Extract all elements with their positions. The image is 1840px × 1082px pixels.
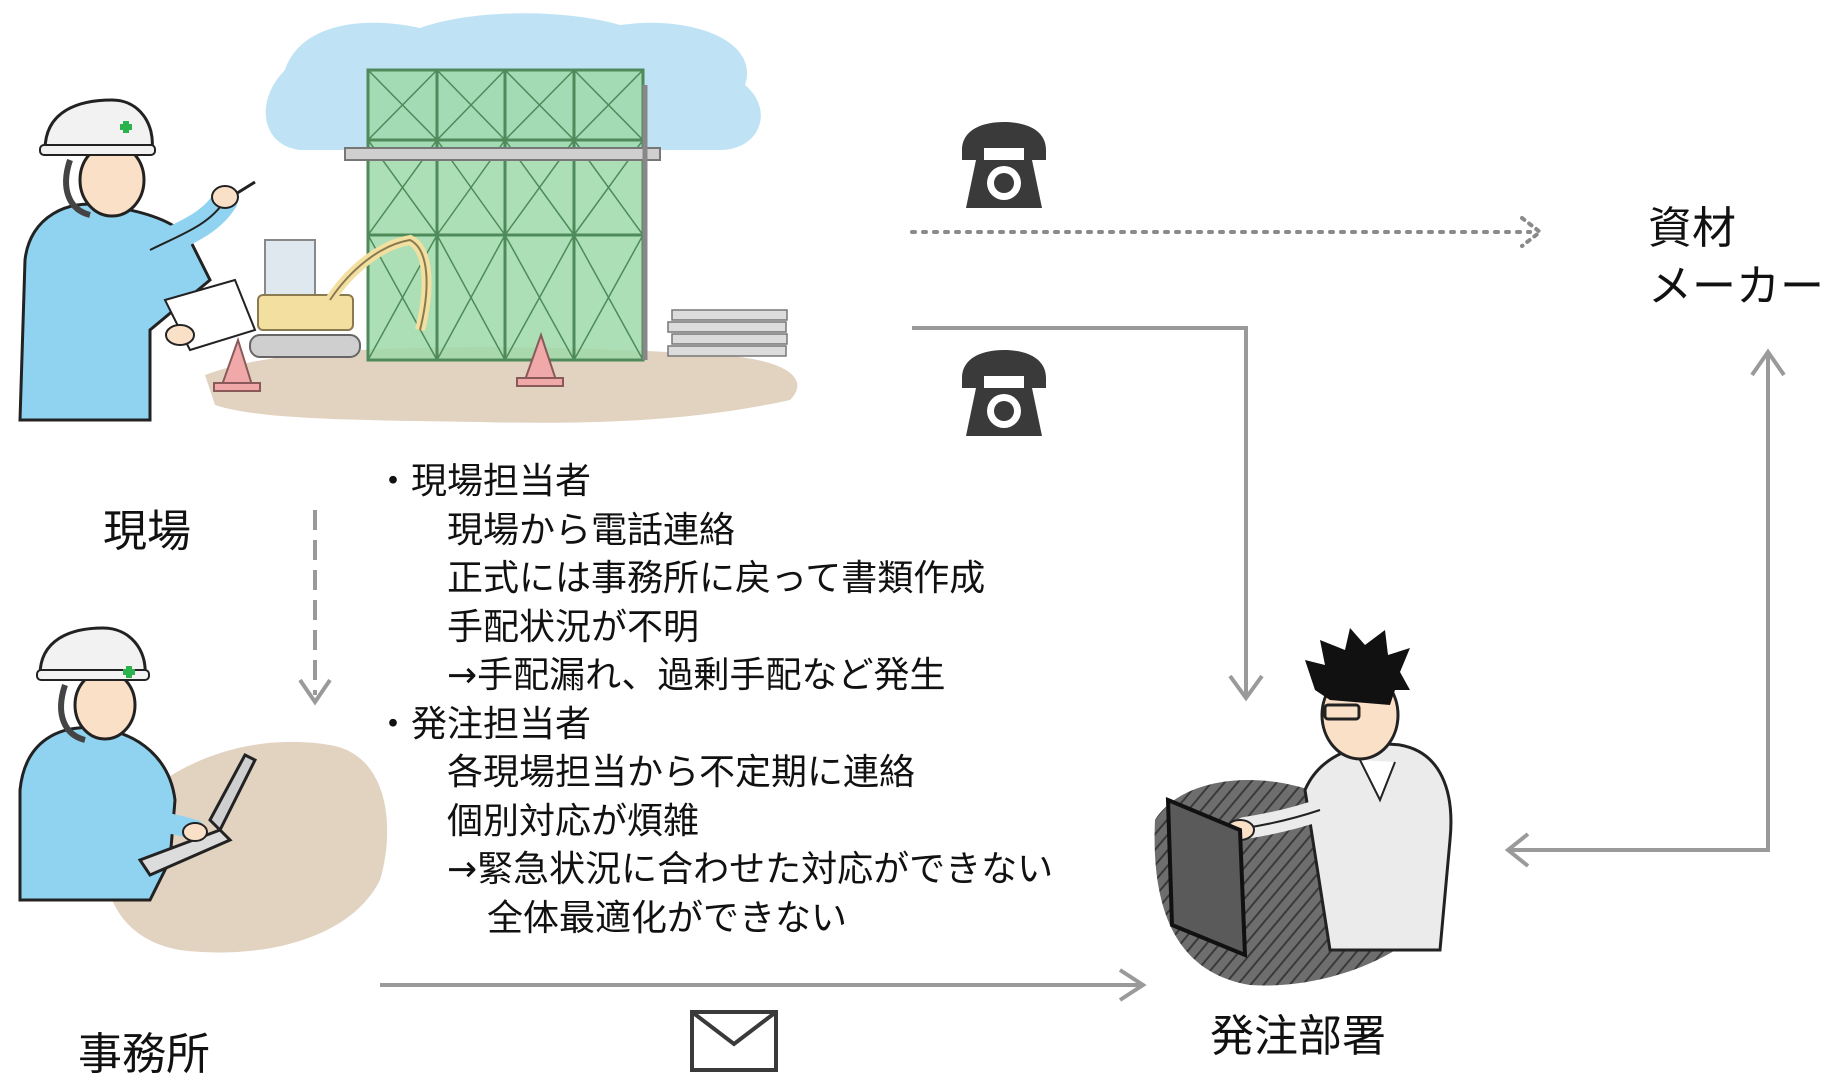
node-label-maker-line1: 資材 bbox=[1648, 203, 1736, 254]
note-heading-site: ・現場担当者 bbox=[375, 461, 592, 502]
note-item: 手配状況が不明 bbox=[447, 606, 700, 648]
phone-icon bbox=[962, 122, 1046, 208]
ordering-worker bbox=[1154, 628, 1453, 986]
note-item: →手配漏れ、過剰手配など発生 bbox=[447, 655, 946, 696]
note-item: 全体最適化ができない bbox=[487, 897, 848, 939]
note-item: →緊急状況に合わせた対応ができない bbox=[447, 849, 1054, 890]
phone-icon bbox=[962, 350, 1046, 436]
traffic-cone bbox=[220, 336, 254, 386]
node-label-maker-line2: メーカー bbox=[1648, 261, 1824, 312]
note-heading-ordering: ・発注担当者 bbox=[375, 703, 592, 745]
helmet bbox=[43, 98, 154, 152]
note-item: 現場から電話連絡 bbox=[447, 509, 736, 551]
issue-notes: ・現場担当者 現場から電話連絡 正式には事務所に戻って書類作成 手配状況が不明 … bbox=[375, 458, 1053, 943]
monitor bbox=[1165, 796, 1248, 959]
site-worker bbox=[18, 98, 257, 422]
spiky-hair bbox=[1305, 628, 1410, 705]
material-stack bbox=[667, 309, 788, 357]
note-item: 個別対応が煩雑 bbox=[447, 800, 700, 842]
node-label-ordering: 発注部署 bbox=[1210, 1011, 1386, 1062]
arrows bbox=[298, 216, 1786, 1002]
note-item: 各現場担当から不定期に連絡 bbox=[447, 752, 916, 793]
office-worker bbox=[18, 626, 388, 953]
arrow-ordering-maker bbox=[1508, 355, 1770, 852]
node-label-site: 現場 bbox=[103, 506, 191, 557]
glasses bbox=[1323, 703, 1361, 721]
laptop-screen bbox=[208, 753, 258, 833]
note-item: 正式には事務所に戻って書類作成 bbox=[447, 558, 986, 599]
arrow-site-to-ordering bbox=[912, 326, 1248, 695]
envelope-icon bbox=[690, 1010, 778, 1072]
construction-site-illustration bbox=[205, 13, 798, 423]
building-scaffold bbox=[344, 68, 661, 362]
node-label-office: 事務所 bbox=[78, 1029, 210, 1080]
desk-area bbox=[105, 741, 388, 953]
excavator bbox=[249, 234, 432, 358]
helmet bbox=[38, 626, 147, 677]
ground-area bbox=[205, 347, 798, 423]
